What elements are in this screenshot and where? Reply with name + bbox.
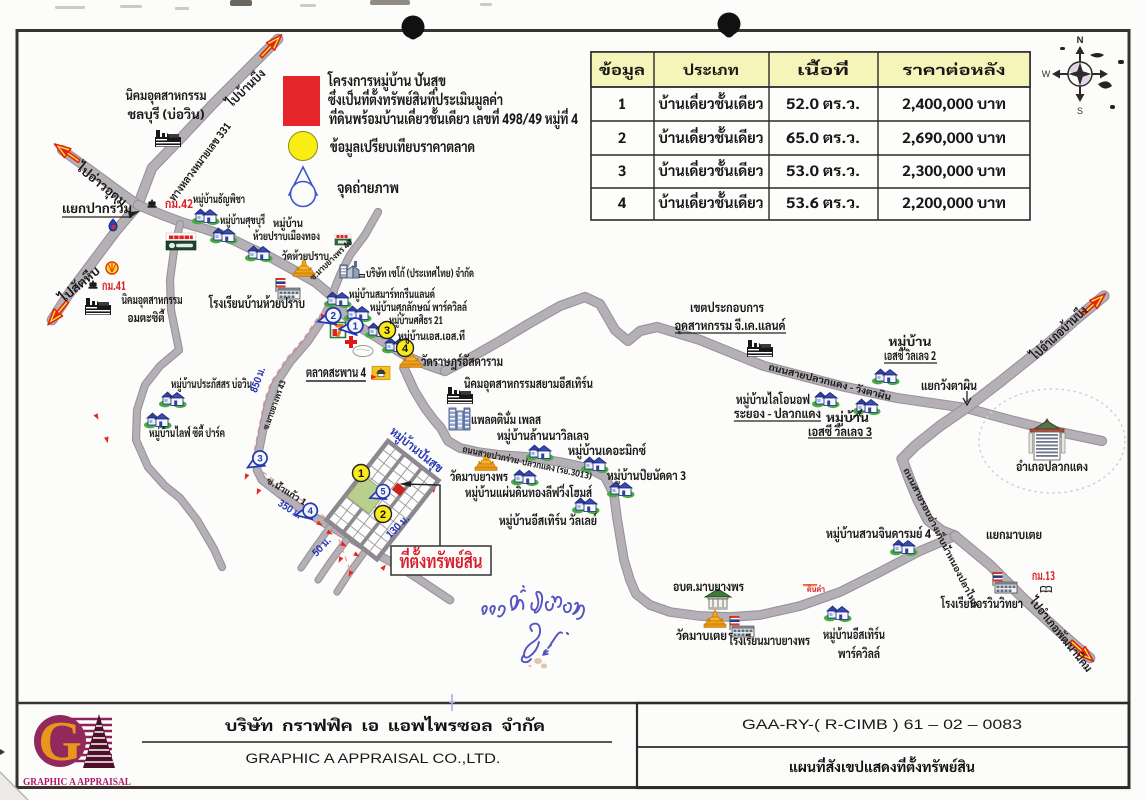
svg-text:2: 2 [330, 311, 336, 322]
svg-text:GRAPHIC A APPRAISAL CO.,LTD.: GRAPHIC A APPRAISAL CO.,LTD. [246, 751, 501, 766]
svg-text:GRAPHIC A APPRAISAL: GRAPHIC A APPRAISAL [23, 776, 131, 788]
svg-text:4: 4 [308, 506, 314, 517]
svg-text:GAA-RY-( R-CIMB ) 61 – 02 – 00: GAA-RY-( R-CIMB ) 61 – 02 – 0083 [742, 716, 1022, 732]
svg-text:5: 5 [381, 487, 386, 497]
svg-text:3: 3 [257, 454, 262, 465]
svg-text:1: 1 [353, 321, 359, 332]
svg-text:1: 1 [358, 468, 364, 480]
svg-text:N: N [1077, 35, 1084, 46]
svg-text:W: W [1042, 69, 1051, 79]
svg-text:2: 2 [380, 509, 386, 521]
svg-text:G: G [38, 711, 82, 773]
svg-text:S: S [1077, 106, 1083, 116]
svg-text:3: 3 [384, 325, 390, 337]
svg-text:4: 4 [402, 343, 409, 355]
